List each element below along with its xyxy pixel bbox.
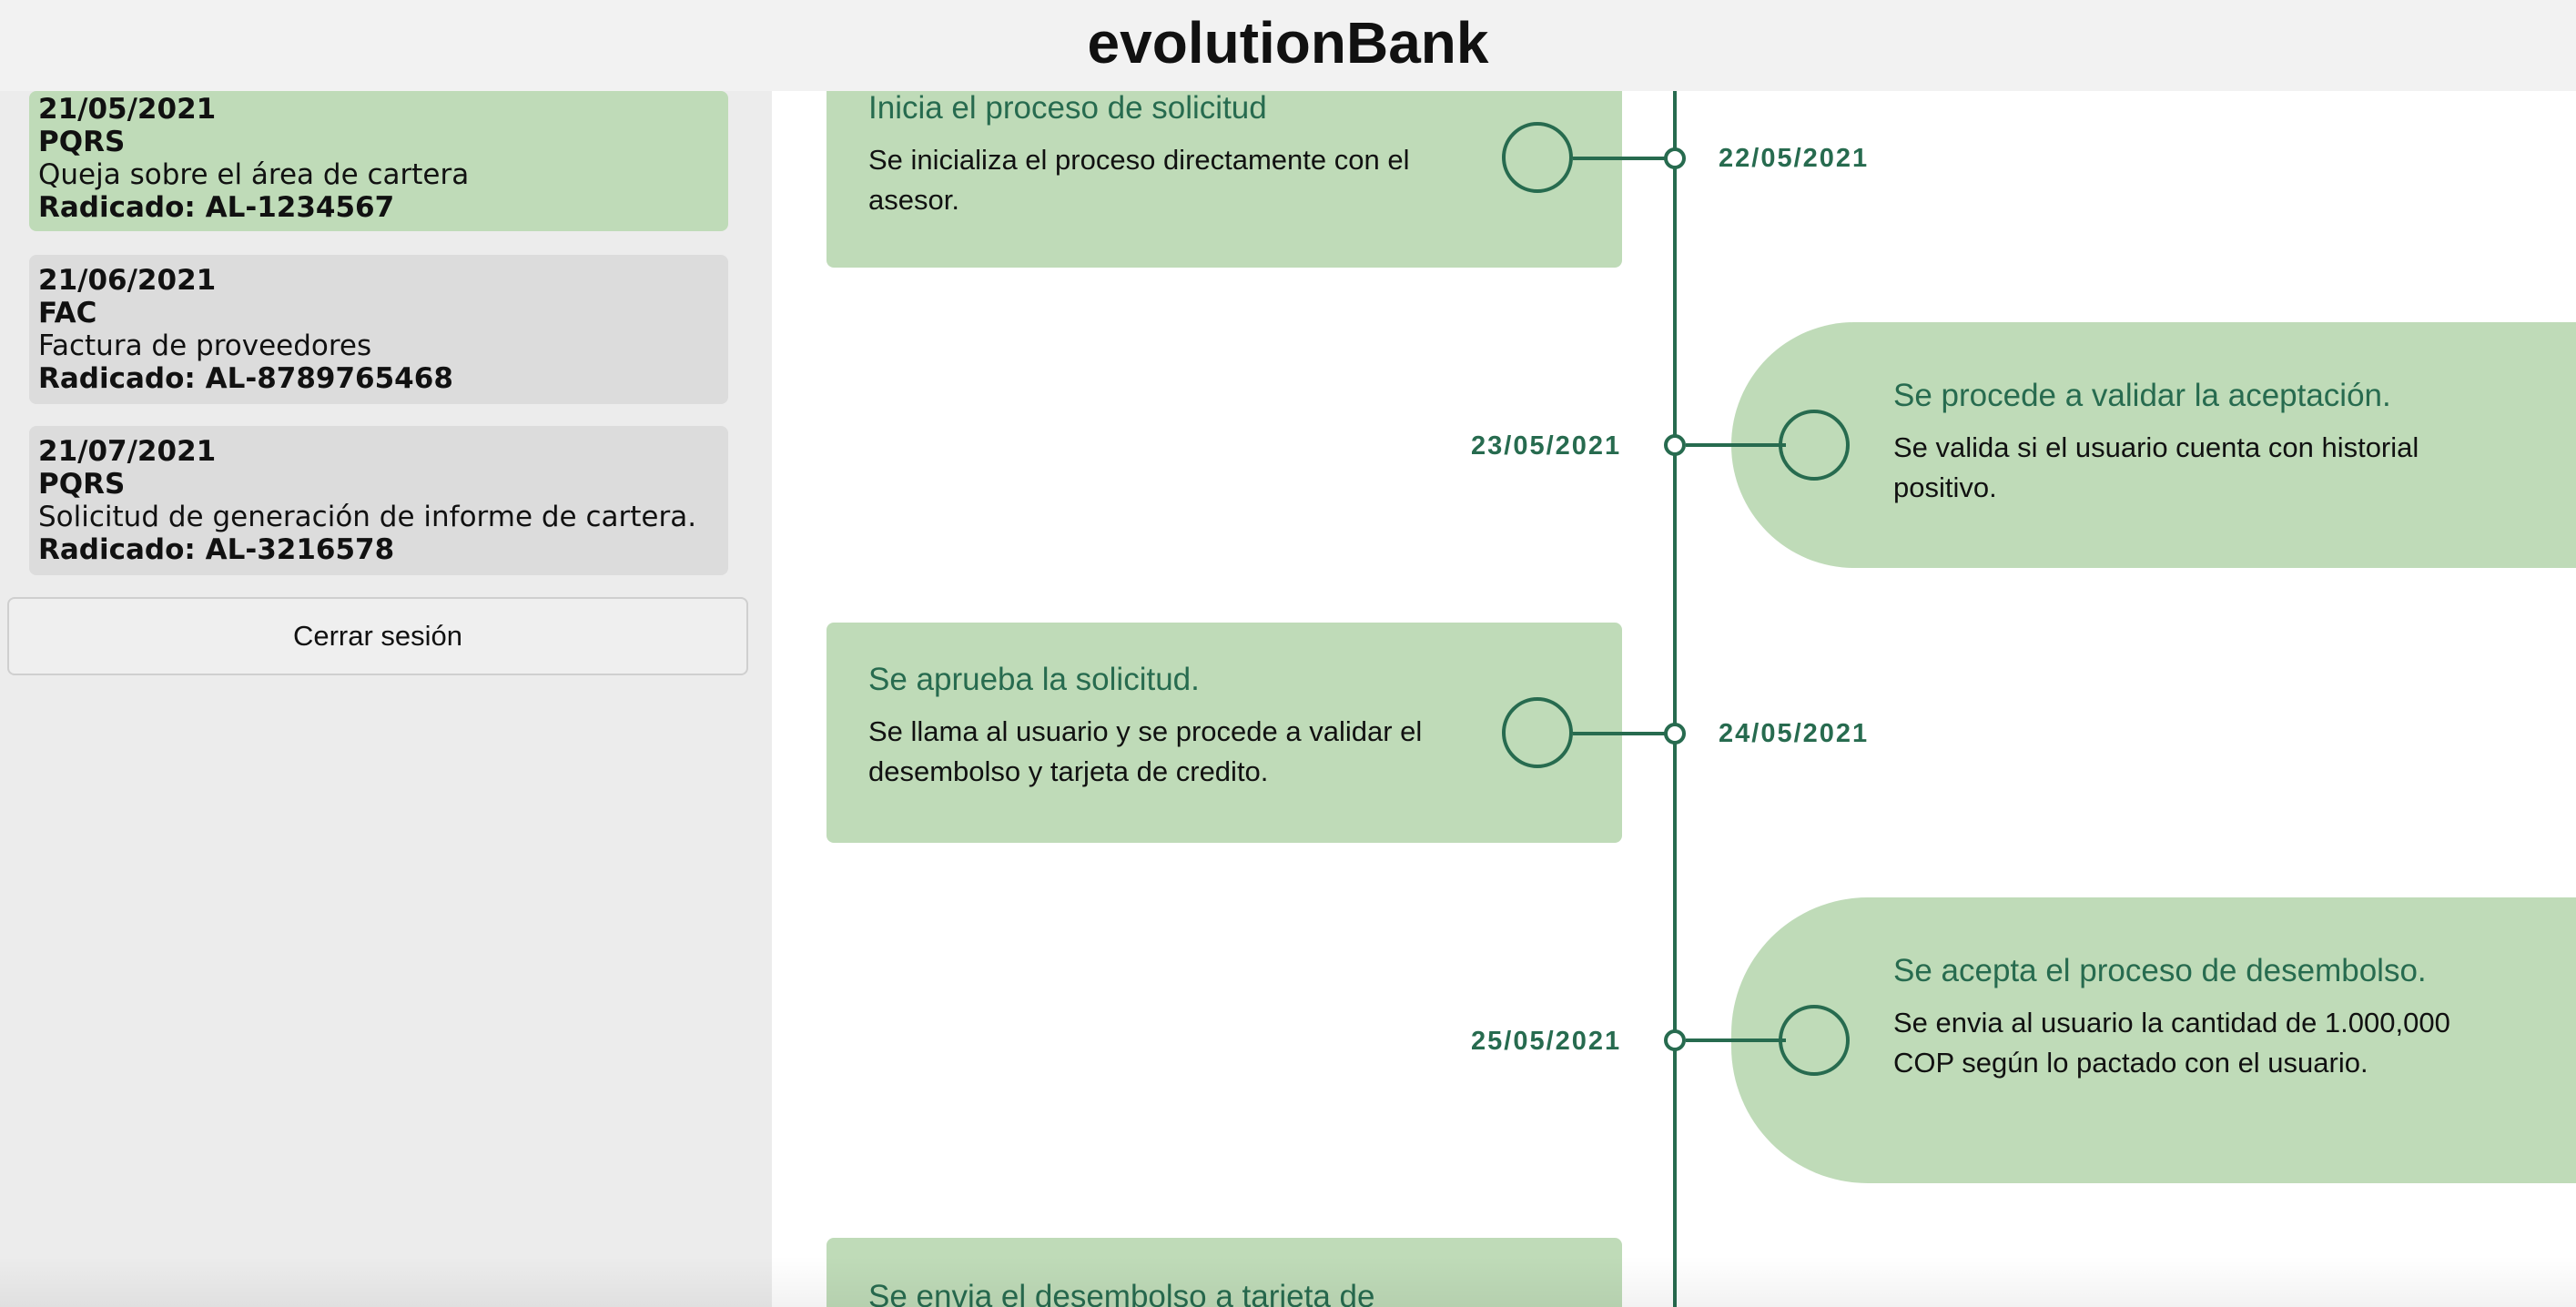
event-marker-icon [1502, 697, 1573, 768]
timeline-event-card: Se procede a validar la aceptación. Se v… [1731, 322, 2576, 568]
event-date: 25/05/2021 [1471, 1027, 1622, 1056]
timeline-axis [1673, 91, 1677, 1307]
sidebar-item-radicado[interactable]: 21/06/2021 FAC Factura de proveedores Ra… [29, 255, 728, 404]
item-radicado: Radicado: AL-8789765468 [38, 362, 453, 395]
header-bar: evolutionBank [0, 0, 2576, 91]
timeline: Inicia el proceso de solicitud Se inicia… [772, 91, 2576, 1307]
item-type: PQRS [38, 126, 126, 158]
timeline-node-icon [1664, 723, 1686, 745]
item-date: 21/06/2021 [38, 264, 217, 297]
sidebar: 21/05/2021 PQRS Queja sobre el área de c… [0, 91, 772, 1307]
event-title: Se acepta el proceso de desembolso. [1893, 953, 2427, 988]
item-type: FAC [38, 297, 97, 329]
sidebar-item-radicado[interactable]: 21/07/2021 PQRS Solicitud de generación … [29, 426, 728, 575]
event-text: Se llama al usuario y se procede a valid… [868, 715, 1423, 787]
timeline-node-icon [1664, 147, 1686, 169]
timeline-node-icon [1664, 434, 1686, 456]
event-marker-icon [1779, 1005, 1850, 1076]
event-date: 24/05/2021 [1719, 719, 1870, 748]
event-title: Inicia el proceso de solicitud [868, 91, 1267, 126]
sidebar-item-radicado[interactable]: 21/05/2021 PQRS Queja sobre el área de c… [29, 91, 728, 231]
timeline-event-card: Se acepta el proceso de desembolso. Se e… [1731, 897, 2576, 1183]
item-date: 21/05/2021 [38, 93, 217, 126]
timeline-event-card: Inicia el proceso de solicitud Se inicia… [827, 91, 1622, 268]
connector-line [1686, 1039, 1786, 1042]
event-text: Se inicializa el proceso directamente co… [868, 144, 1410, 216]
event-title: Se aprueba la solicitud. [868, 662, 1200, 697]
item-description: Solicitud de generación de informe de ca… [38, 501, 697, 533]
timeline-event-card: Se aprueba la solicitud. Se llama al usu… [827, 623, 1622, 843]
item-date: 21/07/2021 [38, 435, 217, 468]
timeline-event-card: Se envia el desembolso a tarjeta de [827, 1238, 1622, 1307]
connector-line [1573, 157, 1673, 160]
event-text: Se valida si el usuario cuenta con histo… [1893, 431, 2419, 503]
event-date: 23/05/2021 [1471, 431, 1622, 461]
logout-button[interactable]: Cerrar sesión [7, 597, 748, 675]
event-text: Se envia al usuario la cantidad de 1.000… [1893, 1007, 2450, 1079]
event-marker-icon [1779, 410, 1850, 481]
connector-line [1573, 732, 1673, 735]
item-description: Factura de proveedores [38, 329, 372, 362]
connector-line [1686, 443, 1786, 447]
item-radicado: Radicado: AL-3216578 [38, 533, 395, 566]
item-radicado: Radicado: AL-1234567 [38, 191, 395, 224]
app-title: evolutionBank [1087, 10, 1489, 76]
event-marker-icon [1502, 122, 1573, 193]
event-title: Se procede a validar la aceptación. [1893, 378, 2391, 413]
event-title: Se envia el desembolso a tarjeta de [868, 1279, 1375, 1307]
item-description: Queja sobre el área de cartera [38, 158, 470, 191]
event-date: 22/05/2021 [1719, 144, 1870, 173]
timeline-node-icon [1664, 1029, 1686, 1051]
item-type: PQRS [38, 468, 126, 501]
